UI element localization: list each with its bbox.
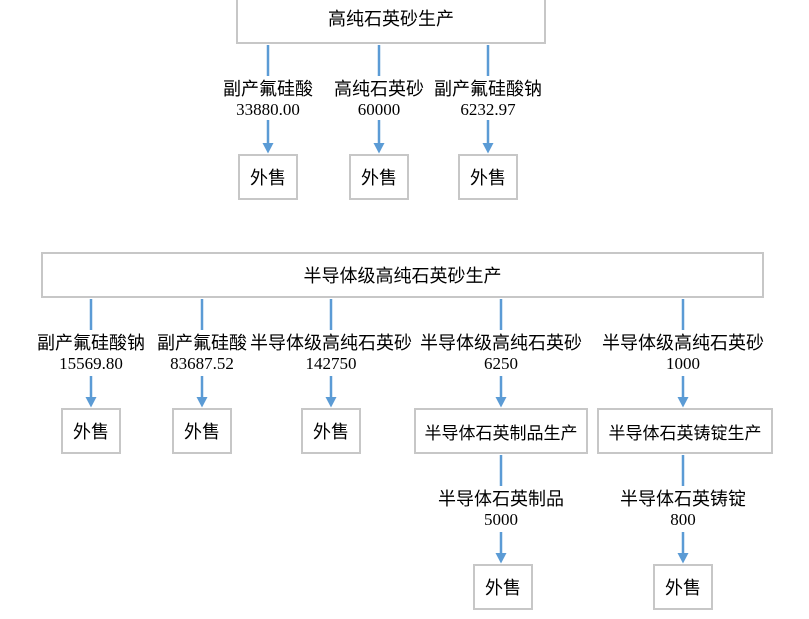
flow-amount: 83687.52	[170, 354, 234, 373]
process-box-title: 高纯石英砂生产	[328, 9, 454, 29]
flow-label: 副产氟硅酸 83687.52	[114, 332, 290, 374]
flow-label: 半导体级高纯石英砂 142750	[243, 332, 419, 374]
flow-amount: 6232.97	[460, 100, 516, 119]
outbound-sale-label: 外售	[485, 578, 521, 598]
flow-amount: 1000	[666, 354, 700, 373]
flow-amount: 5000	[484, 510, 518, 529]
flow-label: 半导体石英制品 5000	[413, 488, 589, 530]
outbound-sale-label: 外售	[73, 422, 109, 442]
flow-amount: 60000	[357, 100, 401, 119]
flow-label: 半导体级高纯石英砂 6250	[413, 332, 589, 374]
outbound-sale-label: 外售	[361, 168, 397, 188]
flow-label: 副产氟硅酸钠 6232.97	[413, 78, 563, 120]
flow-label: 高纯石英砂 60000	[304, 78, 454, 120]
process-box-title: 半导体石英铸锭生产	[608, 423, 762, 443]
outbound-sale-box: 外售	[473, 564, 533, 610]
flow-amount: 15569.80	[59, 354, 123, 373]
process-box-semiconductor-quartz-products-production: 半导体石英制品生产	[414, 408, 588, 454]
outbound-sale-box: 外售	[458, 154, 518, 200]
flow-label: 副产氟硅酸 33880.00	[193, 78, 343, 120]
outbound-sale-label: 外售	[250, 168, 286, 188]
process-box-semiconductor-hp-quartz-sand-production: 半导体级高纯石英砂生产	[41, 252, 764, 298]
process-box-hp-quartz-sand-production: 高纯石英砂生产	[236, 0, 546, 44]
outbound-sale-box: 外售	[653, 564, 713, 610]
flow-product-name: 副产氟硅酸	[223, 79, 313, 99]
flow-product-name: 高纯石英砂	[334, 79, 424, 99]
outbound-sale-box: 外售	[172, 408, 232, 454]
flow-product-name: 半导体级高纯石英砂	[420, 333, 582, 353]
outbound-sale-box: 外售	[301, 408, 361, 454]
flow-product-name: 半导体石英制品	[438, 489, 564, 509]
flow-amount: 6250	[484, 354, 518, 373]
outbound-sale-label: 外售	[665, 578, 701, 598]
flow-product-name: 副产氟硅酸	[157, 333, 247, 353]
process-box-title: 半导体级高纯石英砂生产	[303, 266, 502, 286]
flow-product-name: 半导体级高纯石英砂	[602, 333, 764, 353]
flow-amount: 800	[670, 510, 696, 529]
process-box-semiconductor-quartz-ingot-production: 半导体石英铸锭生产	[597, 408, 773, 454]
flow-label: 半导体石英铸锭 800	[595, 488, 771, 530]
outbound-sale-label: 外售	[470, 168, 506, 188]
flow-product-name: 半导体石英铸锭	[620, 489, 746, 509]
outbound-sale-box: 外售	[349, 154, 409, 200]
flow-label: 半导体级高纯石英砂 1000	[595, 332, 771, 374]
flow-label: 副产氟硅酸钠 15569.80	[3, 332, 179, 374]
outbound-sale-label: 外售	[184, 422, 220, 442]
process-box-title: 半导体石英制品生产	[424, 423, 578, 443]
outbound-sale-box: 外售	[238, 154, 298, 200]
flow-product-name: 副产氟硅酸钠	[434, 79, 542, 99]
outbound-sale-box: 外售	[61, 408, 121, 454]
outbound-sale-label: 外售	[313, 422, 349, 442]
flow-product-name: 副产氟硅酸钠	[37, 333, 145, 353]
flow-amount: 142750	[305, 354, 357, 373]
flow-amount: 33880.00	[236, 100, 300, 119]
flow-product-name: 半导体级高纯石英砂	[250, 333, 412, 353]
